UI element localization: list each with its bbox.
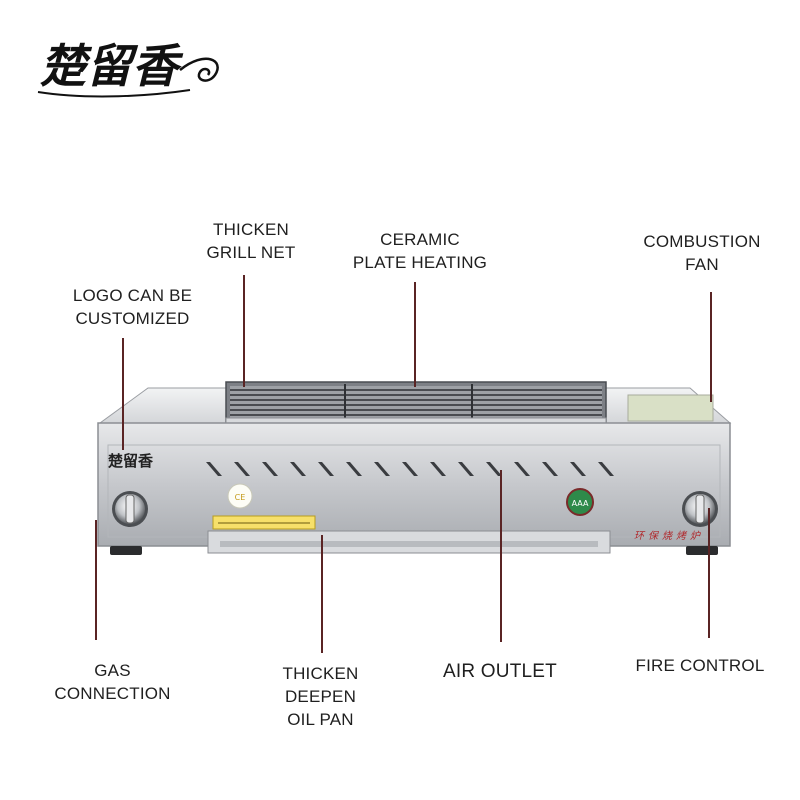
leader-combustion-fan	[710, 292, 712, 402]
callout-fire-control: FIRE CONTROL	[635, 656, 765, 675]
cert-badge: CE	[227, 483, 253, 509]
callout-logo-customized: LOGO CAN BE CUSTOMIZED	[72, 286, 193, 328]
oil-pan	[207, 530, 611, 554]
quality-badge: AAA	[566, 488, 594, 516]
grill-body	[97, 422, 731, 547]
brand-logo-text: 楚留香	[40, 39, 184, 93]
callout-combustion-fan: COMBUSTION FAN	[643, 232, 761, 274]
callout-thicken-grill-net: THICKEN GRILL NET	[206, 220, 296, 262]
callout-air-outlet: AIR OUTLET	[443, 661, 557, 682]
leader-fire-control	[708, 508, 710, 638]
leader-ceramic-plate	[414, 282, 416, 387]
callout-ceramic-plate-heating: CERAMIC PLATE HEATING	[352, 230, 488, 272]
grill-net	[225, 381, 607, 427]
air-outlet-vents	[206, 462, 614, 476]
quality-badge-text: AAA	[572, 499, 589, 508]
fire-control-knob	[682, 491, 718, 527]
body-logo: 楚留香	[108, 452, 153, 470]
cert-badge-text: CE	[235, 493, 246, 502]
callout-oil-pan: THICKEN DEEPEN OIL PAN	[282, 664, 359, 729]
leader-grill-net	[243, 275, 245, 387]
fan-panel	[627, 394, 714, 422]
leader-air-outlet	[500, 470, 502, 642]
front-text: 环保烧烤炉	[634, 530, 704, 542]
leader-logo	[122, 338, 124, 450]
leader-oil-pan	[321, 535, 323, 653]
brand-logo: 楚留香	[37, 39, 219, 98]
logo-swirl-icon	[179, 57, 219, 82]
callout-gas-connection: GAS CONNECTION	[54, 661, 171, 703]
leader-gas-connection	[95, 520, 97, 640]
gas-knob-left	[112, 491, 148, 527]
